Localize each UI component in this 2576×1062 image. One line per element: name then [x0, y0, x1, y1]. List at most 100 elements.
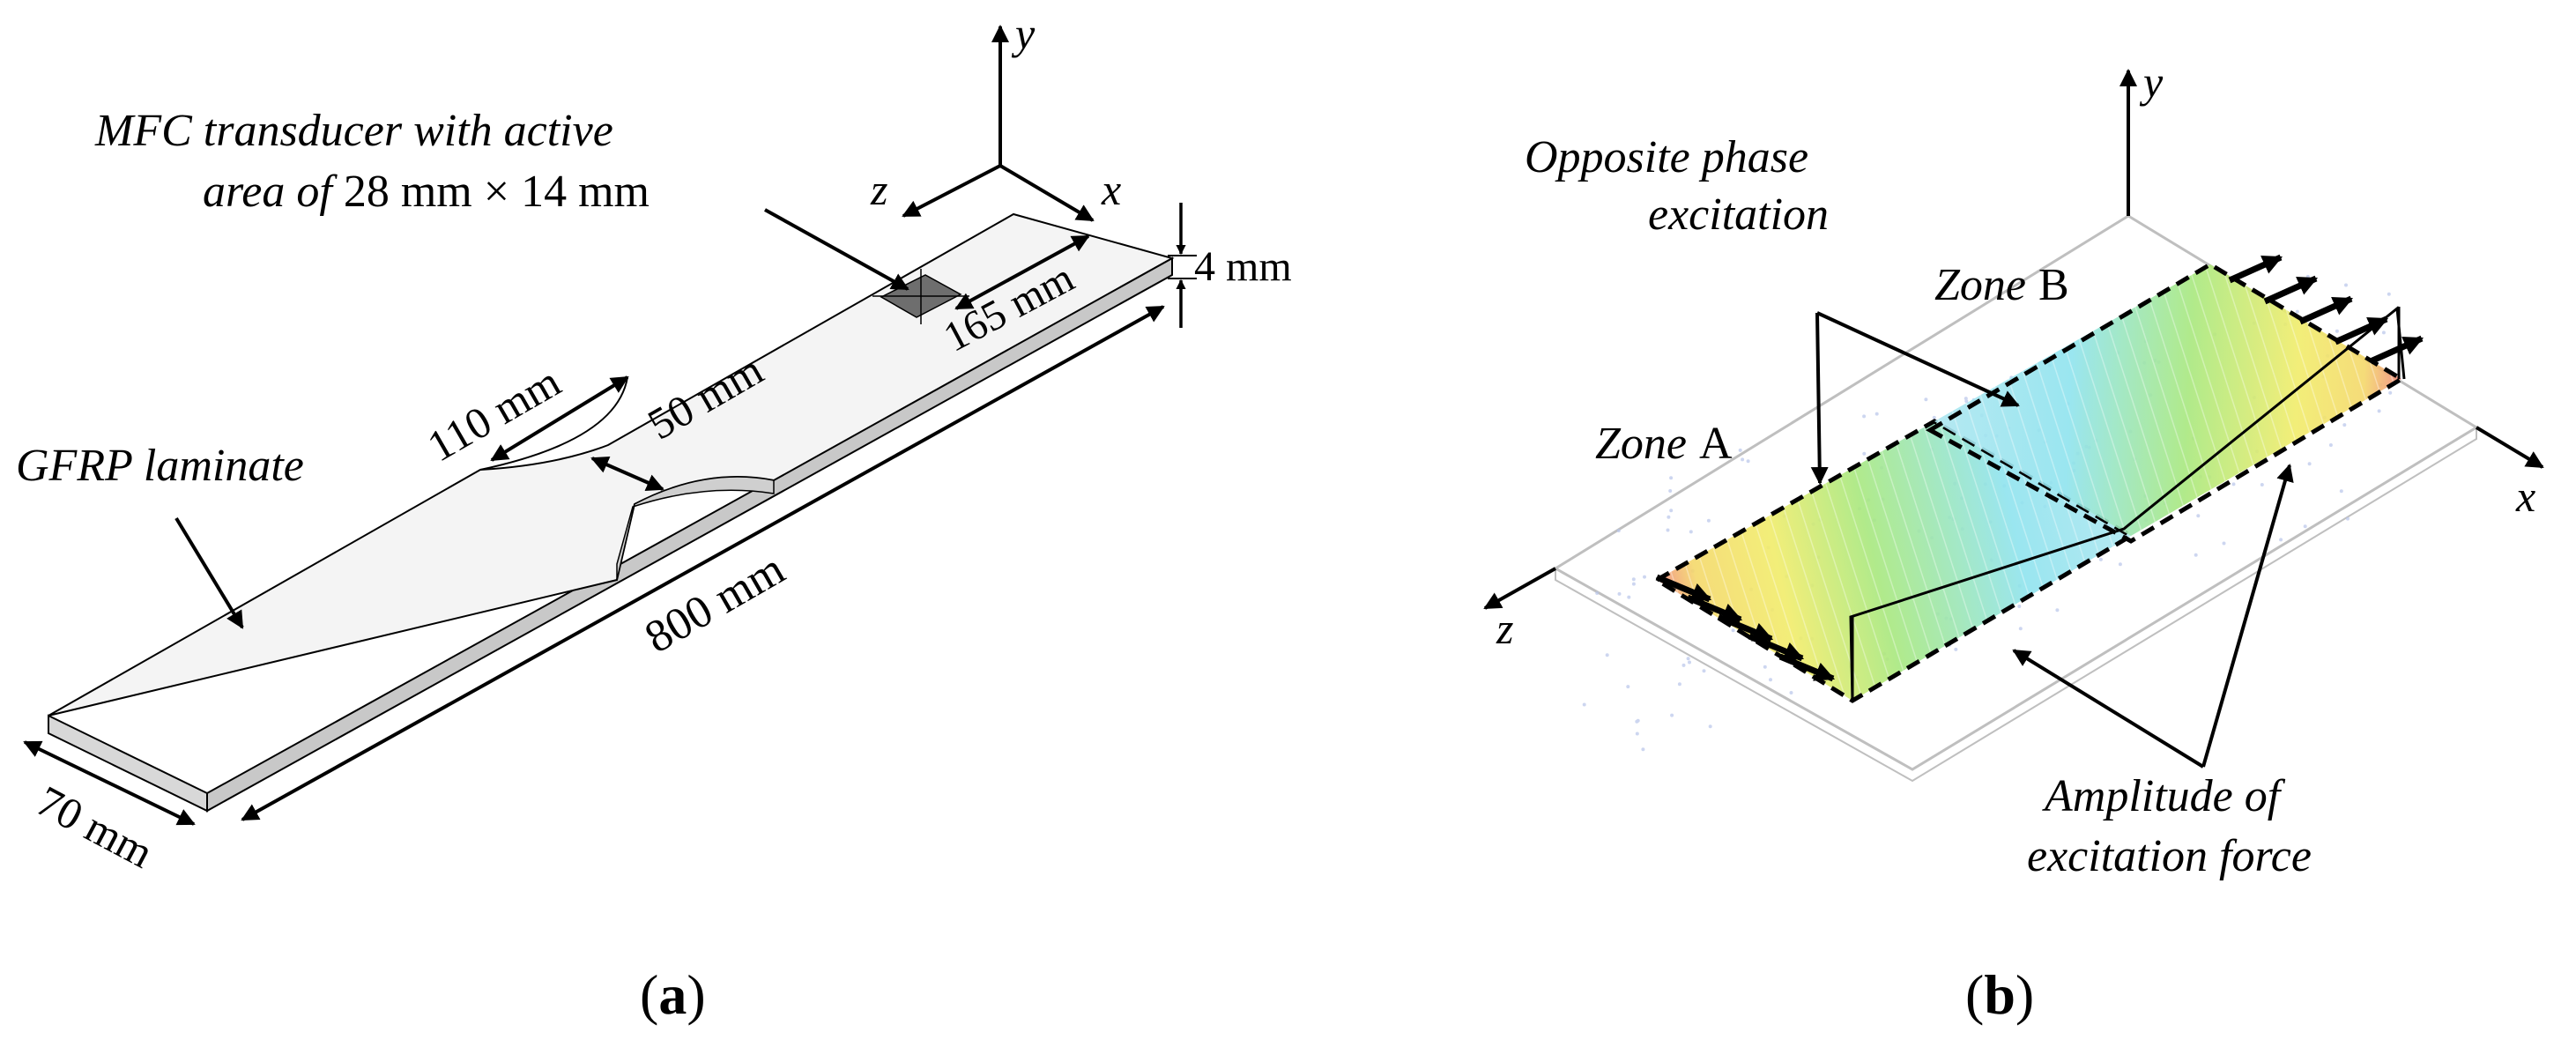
- force-arrow-b-2: [2263, 275, 2319, 305]
- field-dot: [1626, 685, 1630, 689]
- field-dot: [2017, 605, 2022, 608]
- field-dot: [1789, 691, 1793, 694]
- field-dot: [1769, 678, 1772, 682]
- field-dot: [1681, 663, 1686, 667]
- dim-800-label: 800 mm: [637, 544, 793, 663]
- field-dot: [2295, 309, 2299, 314]
- zone-a-letter: A: [1699, 419, 1733, 469]
- force-arrow-b-4: [2334, 316, 2389, 345]
- force-arrow-a-3: [1717, 613, 1774, 642]
- field-dot: [2260, 483, 2264, 486]
- field-dot: [1746, 459, 1750, 464]
- dim-70-arrow: [23, 740, 196, 826]
- field-dot: [2344, 283, 2348, 287]
- field-dot: [2118, 562, 2122, 567]
- zone-a-hatch: [1657, 421, 2131, 701]
- amplitude-arrow-b: [2201, 464, 2294, 768]
- field-dot: [1641, 747, 1645, 752]
- dim-110-label: 110 mm: [419, 356, 569, 471]
- axis-y-label-a: y: [1011, 9, 1036, 58]
- field-dot: [2305, 274, 2310, 278]
- force-arrows-zone-a: [1655, 574, 1836, 682]
- field-dot: [2346, 516, 2350, 521]
- field-dot: [2222, 541, 2226, 546]
- field-dot: [1731, 628, 1735, 633]
- force-arrow-a-4: [1748, 633, 1805, 662]
- force-arrows-zone-b: [2228, 254, 2424, 365]
- caption-b-letter: b: [1984, 963, 2016, 1026]
- opposite-phase-line1: Opposite phase: [1525, 132, 1808, 182]
- mfc-label-line2: area of 28 mm × 14 mm: [203, 167, 650, 217]
- caption-a: (a): [640, 963, 706, 1026]
- dim-800-arrow: [241, 305, 1165, 821]
- field-dot: [2377, 409, 2381, 413]
- field-dot: [1874, 412, 1879, 416]
- field-dot: [2196, 514, 2201, 518]
- field-dot: [1741, 457, 1745, 462]
- field-dot: [1635, 719, 1639, 724]
- field-dot: [1669, 476, 1674, 480]
- caption-b: (b): [1965, 963, 2034, 1026]
- axis-z-arrow-a: [902, 164, 1001, 218]
- field-dot: [1616, 529, 1621, 533]
- zone-b-hatch: [1934, 264, 2402, 536]
- force-arrow-a-1: [1655, 574, 1712, 603]
- axis-z-label-b: z: [1496, 604, 1513, 653]
- field-dot: [1605, 653, 1609, 657]
- field-dot: [1643, 575, 1646, 579]
- axis-x-arrow-a: [998, 164, 1095, 222]
- field-dot: [2342, 423, 2347, 427]
- field-dot: [1617, 591, 1622, 596]
- dim-165-arrow: [954, 234, 1090, 310]
- zone-a-word: Zone: [1595, 419, 1687, 469]
- dim-70-label: 70 mm: [29, 776, 161, 877]
- amplitude-arrow-a: [2012, 649, 2205, 769]
- field-dot: [1635, 732, 1639, 736]
- field-dot: [1688, 660, 1691, 665]
- opposite-arrow-b: [1816, 311, 2020, 407]
- force-arrow-b-1: [2228, 254, 2283, 284]
- plate-front-edge: [206, 256, 1173, 813]
- force-arrow-b-5: [2369, 335, 2424, 365]
- field-dot: [2279, 538, 2283, 542]
- field-dot: [1668, 489, 1673, 493]
- field-dot: [1582, 702, 1586, 707]
- field-dot: [1706, 518, 1711, 523]
- field-dot: [1932, 415, 1936, 420]
- mfc-label-line1: MFC transducer with active: [94, 106, 613, 156]
- axis-z-arrow-b: [1483, 567, 1556, 610]
- opposite-phase-line2: excitation: [1648, 189, 1829, 240]
- field-dot: [1669, 509, 1674, 513]
- field-dot: [1738, 448, 1742, 452]
- force-arrow-b-3: [2298, 295, 2354, 325]
- axis-x-label-a: x: [1101, 165, 1121, 214]
- field-dot: [1686, 657, 1690, 661]
- field-dot: [1631, 577, 1636, 582]
- field-dot: [1689, 530, 1693, 534]
- field-dot: [1667, 515, 1671, 519]
- field-dot: [2381, 330, 2386, 335]
- mfc-leader-arrow: [764, 208, 909, 291]
- field-dot: [1677, 682, 1681, 687]
- gfrp-leader-arrow: [174, 516, 244, 629]
- field-dot: [1670, 713, 1674, 717]
- field-dot: [1708, 724, 1712, 729]
- caption-b-close: ): [2016, 963, 2034, 1026]
- axis-x-label-b: x: [2515, 472, 2535, 521]
- field-dot: [2194, 553, 2198, 557]
- field-dot: [1702, 669, 1706, 673]
- zone-b-word: Zone: [1934, 260, 2026, 310]
- field-dot: [2055, 608, 2060, 613]
- field-dot: [2328, 443, 2333, 447]
- axis-y-label-b: y: [2139, 57, 2164, 107]
- field-dot: [2303, 524, 2307, 529]
- field-dot: [1862, 414, 1867, 419]
- field-dot: [1627, 595, 1631, 599]
- mfc-label-dims: 28 mm × 14 mm: [344, 167, 650, 217]
- caption-a-open: (: [640, 963, 658, 1026]
- field-dot: [2335, 329, 2339, 333]
